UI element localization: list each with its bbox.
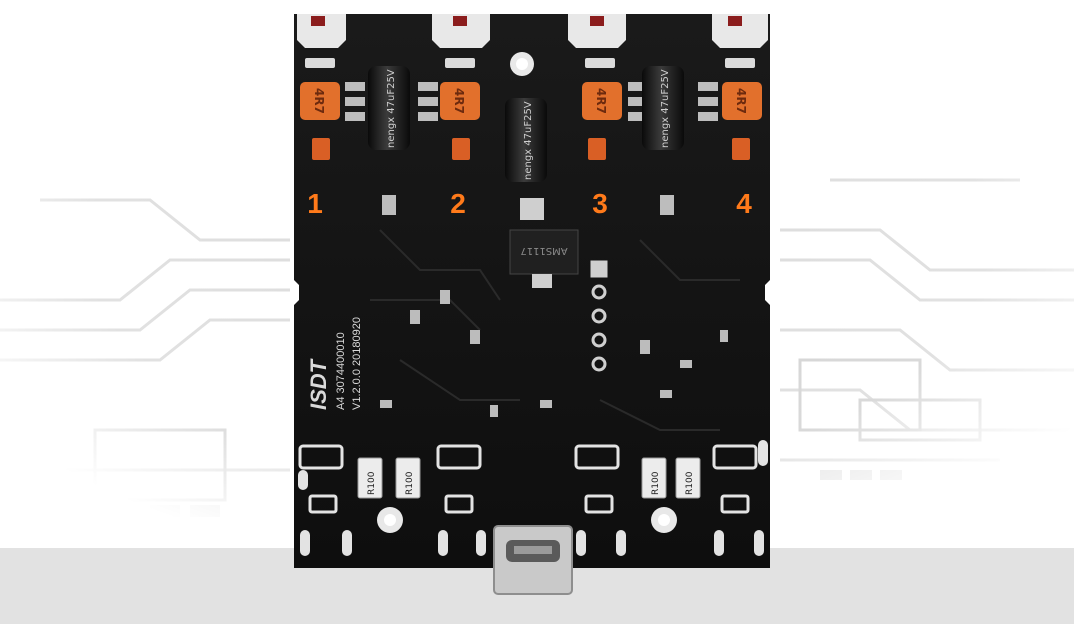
bottom-pads bbox=[298, 444, 758, 514]
inductor-icon bbox=[300, 82, 762, 120]
resistor-label-2: R100 bbox=[405, 471, 415, 495]
capacitor-label-1: nengx 47uF25V bbox=[386, 69, 397, 148]
version-date: V1.2.0.0 20180920 bbox=[351, 317, 363, 410]
resistor-icon bbox=[357, 457, 701, 499]
resistor-label-4: R100 bbox=[685, 471, 695, 495]
channel-label-2: 2 bbox=[450, 188, 466, 219]
resistor-label-1: R100 bbox=[367, 471, 377, 495]
regulator-icon: AMS1117 bbox=[509, 198, 579, 288]
inductor-label-3: 4R7 bbox=[594, 88, 608, 114]
inductor-label-2: 4R7 bbox=[452, 88, 466, 114]
resistor-label-3: R100 bbox=[651, 471, 661, 495]
inductor-label-4: 4R7 bbox=[734, 88, 748, 114]
capacitor-icon bbox=[368, 66, 684, 182]
orange-smd-parts bbox=[312, 138, 750, 160]
header-holes bbox=[590, 260, 608, 372]
capacitor-label-2: nengx 47uF25V bbox=[523, 101, 534, 180]
part-number: A4 3074400010 bbox=[335, 332, 347, 410]
pcb-board: 4R7 4R7 4R7 4R7 nengx 47uF25V bbox=[294, 14, 770, 595]
micro-usb-port bbox=[493, 525, 573, 595]
channel-label-1: 1 bbox=[307, 188, 323, 219]
channel-label-3: 3 bbox=[592, 188, 608, 219]
mounting-holes bbox=[377, 507, 677, 533]
channel-label-4: 4 bbox=[736, 188, 752, 219]
brand-logo: ISDT bbox=[306, 358, 331, 410]
regulator-marking: AMS1117 bbox=[520, 245, 567, 256]
inductor-label-1: 4R7 bbox=[312, 88, 326, 114]
capacitor-label-3: nengx 47uF25V bbox=[660, 69, 671, 148]
top-pads bbox=[297, 14, 768, 48]
